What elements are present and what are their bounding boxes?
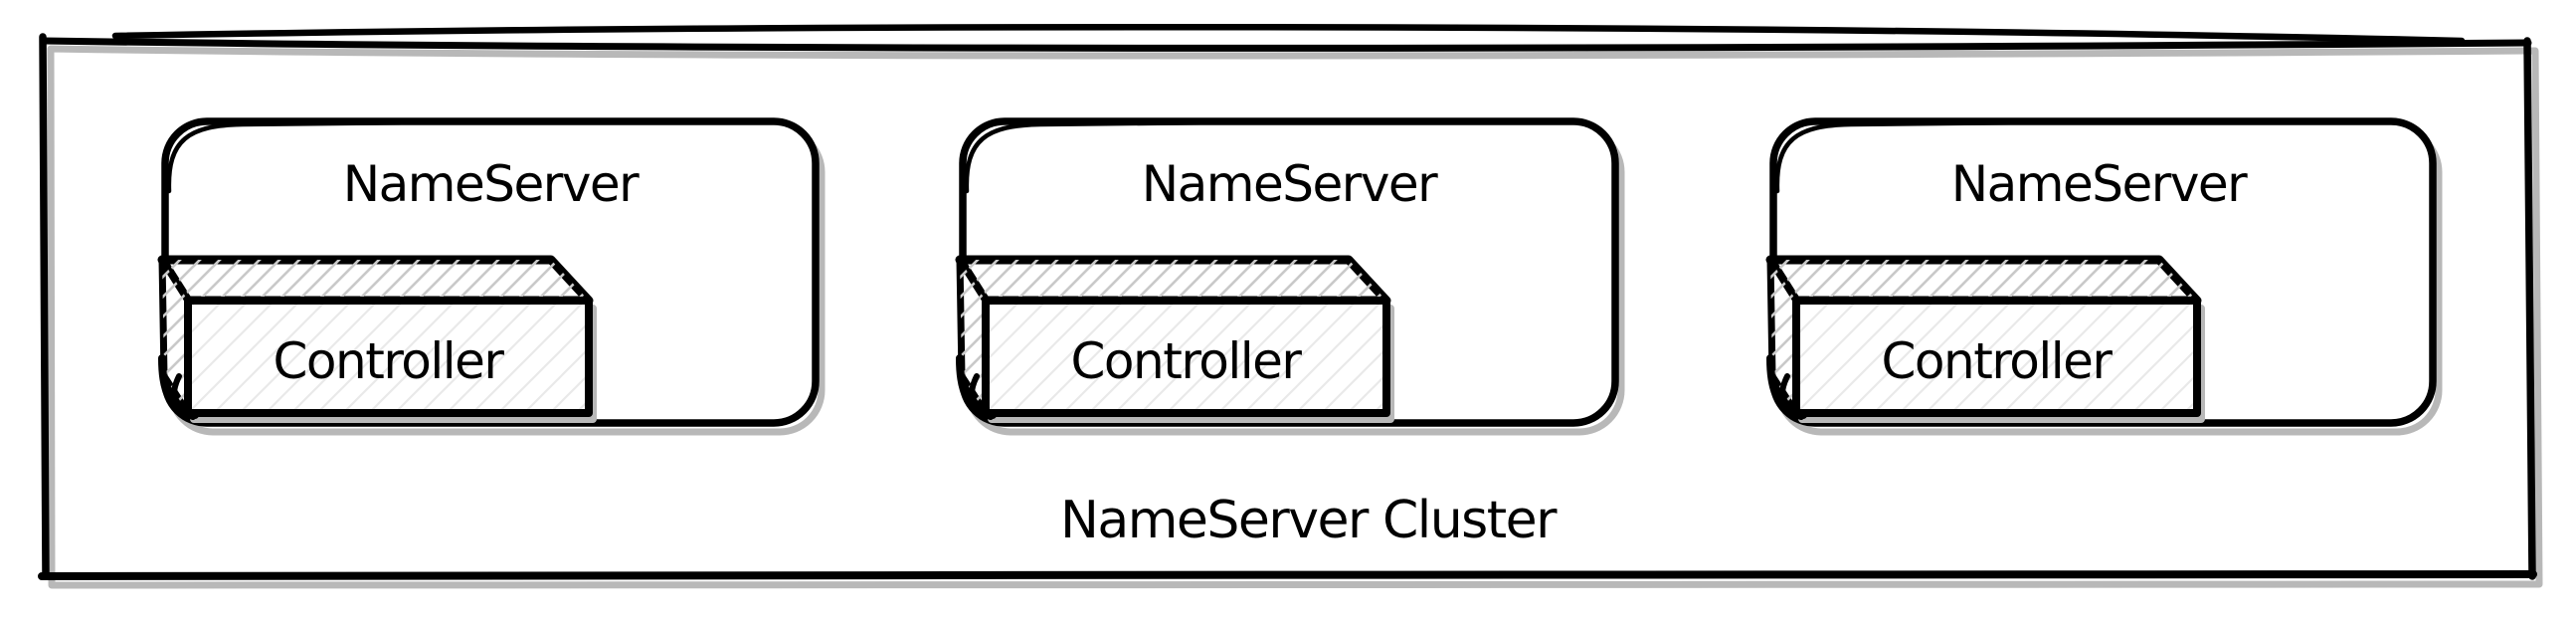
cluster-frame-top-edge-second-pass [111,23,2466,45]
controller-corner-overshoot [969,373,994,420]
controller-corner-overshoot [1779,373,1804,420]
cluster-frame [38,23,2543,589]
node-box-sketch-pass [964,118,1318,194]
node-label: NameServer [1951,155,2248,213]
nameserver-node: NameServer Controller [157,117,826,436]
controller-box: Controller [955,255,1394,423]
controller-front-face-hatch [1800,305,2193,409]
nameserver-node: NameServer Controller [1765,117,2443,436]
node-box-sketch-pass [1774,118,2128,194]
cluster-frame-top-edge [40,37,2532,52]
controller-top-face-hatch [960,260,1386,301]
cluster-frame-right-edge [2523,37,2536,580]
controller-top-face-hatch [162,260,589,301]
controller-label: Controller [1071,332,1303,390]
controller-front-face-hatch [990,305,1382,409]
node-label: NameServer [343,155,640,213]
node-box-sketch-pass [166,118,520,194]
cluster-label: NameServer Cluster [1060,491,1558,550]
nameserver-node: NameServer Controller [955,117,1625,436]
controller-label: Controller [1882,332,2114,390]
cluster-frame-bottom-edge [38,570,2537,580]
controller-box: Controller [157,255,597,423]
controller-corner-overshoot [171,373,196,420]
cluster-frame-left-edge [39,33,50,580]
node-label: NameServer [1142,155,1438,213]
cluster-frame-shadow [47,45,2543,589]
controller-label: Controller [274,332,505,390]
controller-top-face-hatch [1770,260,2197,301]
controller-box: Controller [1765,255,2205,423]
controller-front-face-hatch [192,305,585,409]
